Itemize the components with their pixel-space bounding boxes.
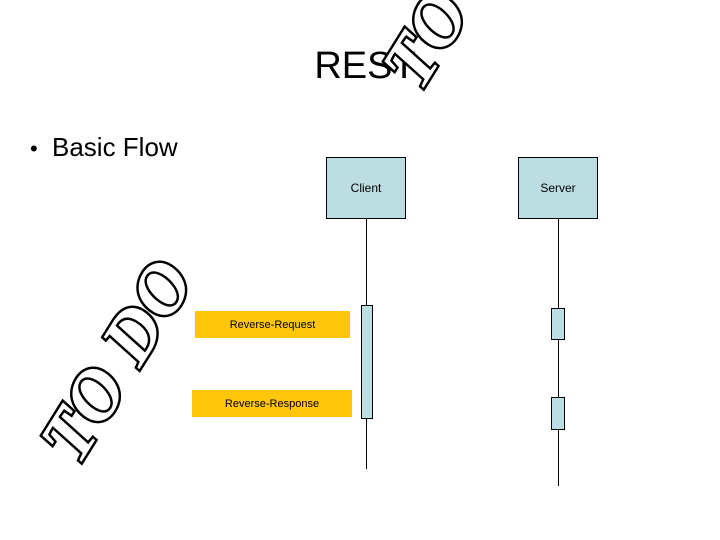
activation-bar-server-request xyxy=(551,308,565,340)
activation-bar-server-response xyxy=(551,397,565,430)
bullet-list: • Basic Flow xyxy=(30,130,280,166)
actor-box-server: Server xyxy=(518,157,598,219)
list-item: • Basic Flow xyxy=(30,130,280,166)
activation-bar-client xyxy=(361,305,373,419)
message-label-reverse-request: Reverse-Request xyxy=(195,311,350,338)
actor-box-client: Client xyxy=(326,157,406,219)
bullet-text: Basic Flow xyxy=(52,132,178,162)
message-label-reverse-response: Reverse-Response xyxy=(192,390,352,417)
lifeline-server xyxy=(558,219,559,486)
bullet-marker-icon: • xyxy=(30,136,38,161)
page-title: REST xyxy=(314,45,416,87)
